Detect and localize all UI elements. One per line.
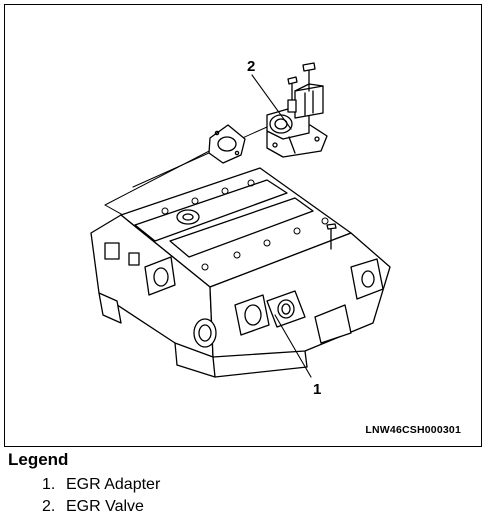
callout-1: 1 — [313, 381, 322, 398]
engine-exploded-diagram — [90, 62, 391, 378]
legend-list: 1. EGR Adapter 2. EGR Valve — [4, 474, 484, 518]
legend: Legend 1. EGR Adapter 2. EGR Valve — [4, 451, 484, 518]
legend-item-label: EGR Adapter — [66, 476, 161, 493]
legend-item-label: EGR Valve — [66, 498, 144, 515]
figure-frame: 1 2 LNW46CSH000301 — [4, 4, 482, 447]
callout-2: 2 — [247, 58, 256, 75]
legend-item: 2. EGR Valve — [42, 496, 484, 518]
leader-lines — [251, 74, 312, 378]
gasket — [208, 124, 246, 164]
legend-item: 1. EGR Adapter — [42, 474, 484, 496]
legend-item-number: 1. — [42, 476, 56, 493]
engine-block — [90, 167, 391, 378]
figure-code: LNW46CSH000301 — [365, 424, 461, 436]
legend-item-number: 2. — [42, 498, 56, 515]
egr-valve — [266, 62, 328, 158]
legend-title: Legend — [8, 450, 69, 469]
